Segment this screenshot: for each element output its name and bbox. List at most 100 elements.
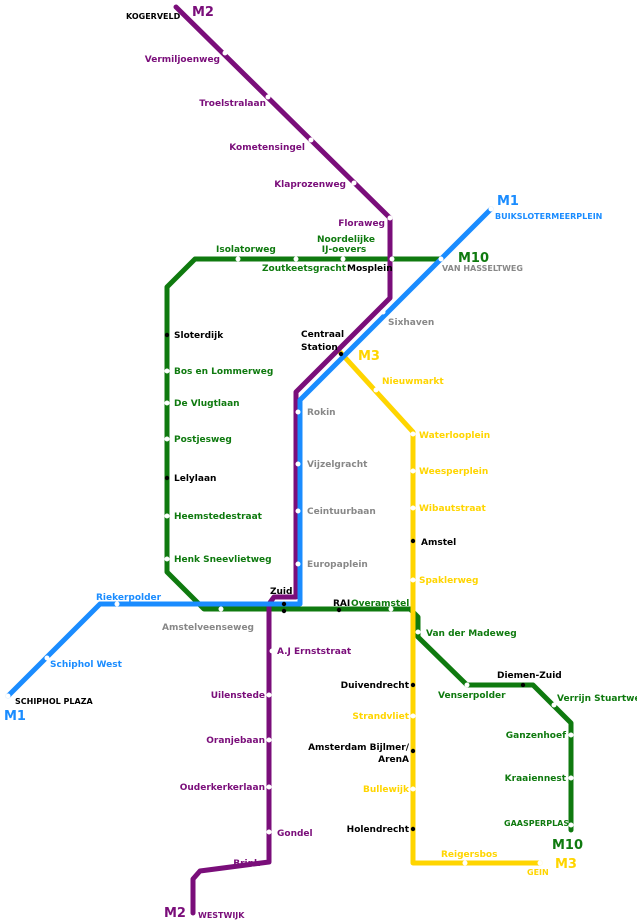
label-waterlooplein: Waterlooplein (419, 431, 490, 441)
station-dot (568, 732, 574, 738)
station-dot (266, 692, 272, 698)
station-dot (308, 137, 314, 143)
label-gondel: Gondel (277, 829, 313, 839)
label-a-j-ernststraat: A.J Ernststraat (277, 647, 352, 657)
label-weesperplein: Weesperplein (419, 467, 488, 477)
station-dot (164, 513, 170, 519)
station-dot (387, 215, 393, 221)
station-dot (568, 822, 574, 828)
label-noordelijke-2: IJ-oevers (322, 245, 367, 255)
label-ouderkerkerlaan: Ouderkerkerlaan (180, 783, 265, 793)
label-kraaiennest: Kraaiennest (505, 774, 567, 784)
station-dot (266, 784, 272, 790)
m10-north-terminus: VAN HASSELTWEG (442, 264, 523, 273)
label-sixhaven: Sixhaven (388, 318, 434, 328)
interchange-dot-centraal (338, 351, 344, 357)
label-floraweg: Floraweg (338, 219, 385, 229)
station-dot (164, 368, 170, 374)
station-dot (410, 431, 416, 437)
m1-south-terminus: SCHIPHOL PLAZA (15, 697, 94, 706)
m1-line-route (5, 206, 494, 699)
label-klaprozenweg: Klaprozenweg (274, 180, 346, 190)
m3-south-tag: M3 (555, 857, 577, 872)
interchange-dot-diemen-zuid (520, 682, 526, 688)
m2-line-route (173, 4, 393, 916)
station-dot (114, 601, 120, 607)
label-centraal-2: Station (301, 343, 338, 353)
m2-south-tag: M2 (164, 906, 186, 921)
m1-south-tag: M1 (4, 709, 26, 724)
station-dot (235, 256, 241, 262)
station-dot (462, 860, 468, 866)
station-dot (438, 256, 444, 262)
station-dots (5, 50, 574, 872)
label-diemen-zuid: Diemen-Zuid (497, 671, 562, 681)
label-rai: RAI (333, 599, 350, 609)
label-rokin: Rokin (307, 408, 336, 418)
station-dot (551, 702, 557, 708)
label-heemstedestraat: Heemstedestraat (174, 512, 263, 522)
label-europaplein: Europaplein (307, 560, 368, 570)
label-bullewijk: Bullewijk (363, 785, 410, 795)
station-dot (295, 508, 301, 514)
m2-north-tag: M2 (192, 5, 214, 20)
label-reigersbos: Reigersbos (441, 850, 497, 860)
station-dot (269, 648, 275, 654)
station-dot (537, 860, 543, 866)
label-isolatorweg: Isolatorweg (216, 245, 276, 255)
interchange-dot-zuid-2 (281, 608, 287, 614)
label-vermiljoenweg: Vermiljoenweg (145, 55, 220, 65)
station-dot (410, 468, 416, 474)
label-amstel: Amstel (421, 538, 456, 548)
station-dot (266, 737, 272, 743)
station-dot (295, 561, 301, 567)
station-dot (410, 577, 416, 583)
interchange-dots (164, 332, 526, 832)
label-strandvliet: Strandvliet (352, 712, 409, 722)
station-dot (351, 180, 357, 186)
label-zoutkeetsgracht: Zoutkeetsgracht (262, 264, 347, 274)
m3-tag: M3 (358, 349, 380, 364)
label-noordelijke-1: Noordelijke (317, 235, 375, 245)
label-zuid: Zuid (270, 587, 292, 597)
station-dot (415, 629, 421, 635)
station-dot (218, 606, 224, 612)
station-dot (44, 655, 50, 661)
label-ganzenhoef: Ganzenhoef (506, 731, 566, 741)
label-duivendrecht: Duivendrecht (341, 681, 410, 691)
interchange-dot-holendrecht (410, 826, 416, 832)
label-sloterdijk: Sloterdijk (174, 331, 224, 341)
label-vijzelgracht: Vijzelgracht (307, 460, 368, 470)
station-dot (388, 606, 394, 612)
label-overamstel: Overamstel (351, 599, 409, 609)
label-riekerpolder: Riekerpolder (96, 593, 162, 603)
station-dot (295, 409, 301, 415)
interchange-dot-duivendrecht (410, 682, 416, 688)
interchange-dot-lelylaan (164, 475, 170, 481)
station-dot (340, 256, 346, 262)
m2-north-terminus: KOGERVELD (126, 12, 181, 21)
label-bijlmer-2: ArenA (378, 755, 409, 765)
label-verrijn-stuartweg: Verrijn Stuartweg (557, 694, 637, 704)
label-holendrecht: Holendrecht (347, 825, 410, 835)
station-dot (265, 94, 271, 100)
label-bos-en-lommerweg: Bos en Lommerweg (174, 367, 273, 377)
station-dot (380, 309, 386, 315)
m1-north-tag: M1 (497, 194, 519, 209)
label-de-vlugtlaan: De Vlugtlaan (174, 399, 240, 409)
label-centraal-1: Centraal (301, 330, 344, 340)
label-brink: Brink (233, 859, 261, 869)
label-uilenstede: Uilenstede (211, 691, 265, 701)
label-venserpolder: Venserpolder (438, 691, 506, 701)
station-dot (373, 387, 379, 393)
interchange-dot-amstel (410, 538, 416, 544)
label-schiphol-west: Schiphol West (50, 660, 123, 670)
station-dot (293, 256, 299, 262)
station-dot (488, 206, 494, 212)
station-dot (164, 436, 170, 442)
interchange-dot-bijlmer (410, 748, 416, 754)
station-dot (222, 50, 228, 56)
label-oranjebaan: Oranjebaan (206, 736, 265, 746)
station-dot (410, 786, 416, 792)
